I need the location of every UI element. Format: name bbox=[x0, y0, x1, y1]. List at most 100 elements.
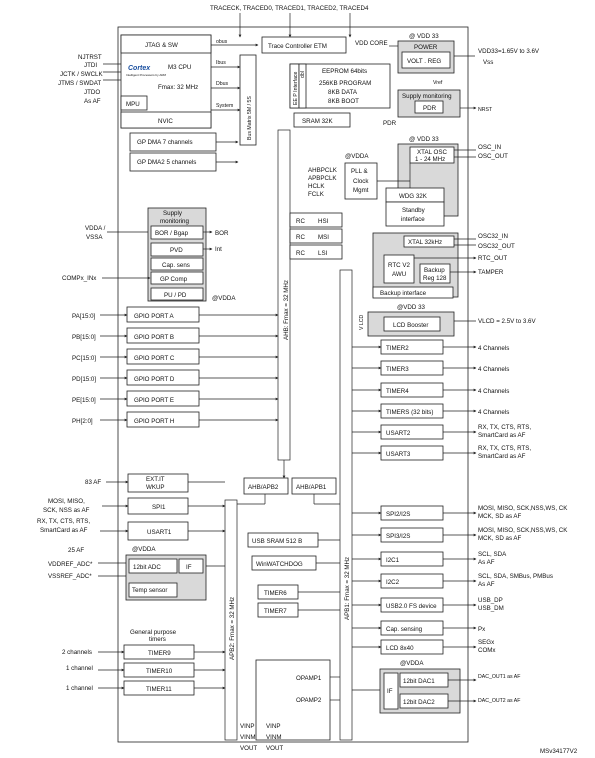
svg-text:Fmax: 32 MHz: Fmax: 32 MHz bbox=[158, 84, 198, 91]
svg-text:RTC V2: RTC V2 bbox=[388, 262, 410, 269]
svg-text:Temp sensor: Temp sensor bbox=[132, 587, 167, 594]
right-periph-label: I2C1 bbox=[386, 557, 400, 564]
svg-text:JTDI: JTDI bbox=[84, 62, 97, 69]
svg-text:HCLK: HCLK bbox=[308, 183, 325, 190]
svg-text:XTAL OSC: XTAL OSC bbox=[417, 149, 447, 156]
cortex-logo: Cortex bbox=[128, 65, 151, 72]
svg-text:APB1: Fmax = 32 MHz: APB1: Fmax = 32 MHz bbox=[344, 557, 351, 620]
svg-text:VLCD = 2.5V to 3.6V: VLCD = 2.5V to 3.6V bbox=[478, 318, 536, 325]
svg-text:RTC_OUT: RTC_OUT bbox=[478, 255, 507, 262]
bridges: AHB/APB2 AHB/APB1 bbox=[237, 460, 340, 505]
svg-text:VOLT . REG: VOLT . REG bbox=[407, 58, 441, 65]
right-periph-label: TIMER2 bbox=[386, 345, 409, 352]
svg-text:TIMER7: TIMER7 bbox=[264, 608, 287, 615]
gpio-port-label: GPIO PORT H bbox=[134, 418, 174, 425]
svg-text:EE P Interface: EE P Interface bbox=[293, 72, 299, 105]
right-periph-label: TIMERS (32 bits) bbox=[386, 409, 433, 416]
eeprom-block: EE P Interface dbl EEPROM 64bits 256KB P… bbox=[289, 63, 391, 109]
right-periph-label: USART3 bbox=[386, 451, 411, 458]
svg-text:VINM: VINM bbox=[240, 734, 255, 741]
power-block: VDD CORE @ VDD 33 POWER VOLT . REG Vref … bbox=[355, 33, 540, 127]
svg-text:Reg 128: Reg 128 bbox=[423, 275, 447, 282]
gpio-signal: PH[2:0] bbox=[72, 418, 93, 425]
svg-text:OPAMP2: OPAMP2 bbox=[296, 697, 322, 704]
svg-text:APBPCLK: APBPCLK bbox=[308, 175, 337, 182]
svg-text:monitoring: monitoring bbox=[160, 218, 189, 225]
gpio-port-label: GPIO PORT A bbox=[134, 313, 175, 320]
svg-text:POWER: POWER bbox=[414, 44, 438, 51]
jtag-signals: NJTRST JTDI JCTK / SWCLK JTMS / SWDAT JT… bbox=[58, 54, 121, 105]
svg-text:VSSREF_ADC*: VSSREF_ADC* bbox=[48, 573, 92, 580]
right-signal: 4 Channels bbox=[478, 388, 509, 395]
svg-text:JTMS / SWDAT: JTMS / SWDAT bbox=[58, 80, 101, 87]
svg-text:DAC_OUT1 as AF: DAC_OUT1 as AF bbox=[478, 674, 520, 680]
gpio-port-label: GPIO PORT B bbox=[134, 334, 174, 341]
right-periph-label: TIMER3 bbox=[386, 366, 409, 373]
svg-text:PLL &: PLL & bbox=[351, 168, 368, 175]
svg-text:SPI1: SPI1 bbox=[152, 504, 166, 511]
svg-text:25 AF: 25 AF bbox=[68, 547, 84, 554]
svg-text:Standby: Standby bbox=[402, 207, 426, 214]
svg-text:SRAM 32K: SRAM 32K bbox=[302, 118, 333, 125]
svg-text:VINP: VINP bbox=[266, 723, 280, 730]
right-signal: COMx bbox=[478, 647, 496, 654]
svg-text:AHB/APB1: AHB/APB1 bbox=[296, 484, 327, 491]
gpio-signal: PC[15:0] bbox=[72, 355, 96, 362]
mid-peripherals: USB SRAM 512 B WinWATCHDOG TIMER6 TIMER7… bbox=[247, 532, 340, 741]
svg-text:12bit ADC: 12bit ADC bbox=[133, 564, 161, 571]
svg-text:IF: IF bbox=[387, 688, 393, 695]
svg-text:83 AF: 83 AF bbox=[85, 479, 101, 486]
svg-text:2 channels: 2 channels bbox=[62, 649, 92, 656]
right-signal: SCL, SDA, SMBus, PMBus bbox=[478, 573, 553, 580]
right-signal: RX, TX, CTS, RTS, bbox=[478, 445, 531, 452]
svg-text:JTDO: JTDO bbox=[84, 89, 100, 96]
svg-text:OPAMP1: OPAMP1 bbox=[296, 675, 322, 682]
svg-text:NJTRST: NJTRST bbox=[78, 54, 102, 61]
svg-text:@ VDD 33: @ VDD 33 bbox=[409, 33, 439, 40]
svg-text:WinWATCHDOG: WinWATCHDOG bbox=[256, 561, 303, 568]
right-signal: As AF bbox=[478, 559, 495, 566]
svg-text:VSSA: VSSA bbox=[86, 234, 103, 241]
svg-text:NVIC: NVIC bbox=[158, 118, 173, 125]
svg-text:System: System bbox=[216, 103, 233, 109]
right-periph-label: SPI2/I2S bbox=[386, 511, 410, 518]
svg-text:EXT.IT: EXT.IT bbox=[146, 476, 165, 483]
svg-text:RC: RC bbox=[296, 234, 305, 241]
svg-text:MPU: MPU bbox=[126, 101, 140, 108]
svg-text:Cap. sens: Cap. sens bbox=[162, 262, 190, 269]
right-signal: 4 Channels bbox=[478, 366, 509, 373]
svg-text:AHB: Fmax = 32 MHz: AHB: Fmax = 32 MHz bbox=[283, 280, 290, 340]
svg-text:JCTK / SWCLK: JCTK / SWCLK bbox=[60, 71, 104, 78]
svg-text:VDD CORE: VDD CORE bbox=[355, 40, 388, 47]
svg-text:APB2: Fmax = 32 MHz: APB2: Fmax = 32 MHz bbox=[229, 597, 236, 660]
opamp-signals: VINP VINM VOUT VINP VINM VOUT bbox=[240, 723, 283, 752]
svg-text:General purpose: General purpose bbox=[130, 629, 177, 636]
apb2-bus bbox=[224, 499, 238, 741]
right-signal: MOSI, MISO, SCK,NSS,WS, CK bbox=[478, 527, 568, 534]
svg-text:SmartCard as AF: SmartCard as AF bbox=[40, 527, 88, 534]
svg-text:PVD: PVD bbox=[170, 247, 183, 254]
right-signal: As AF bbox=[478, 581, 495, 588]
figure-id: MSv34177V2 bbox=[540, 748, 578, 755]
svg-text:1 - 24 MHz: 1 - 24 MHz bbox=[415, 156, 445, 163]
right-signal: 4 Channels bbox=[478, 345, 509, 352]
svg-text:@ VDD 33: @ VDD 33 bbox=[409, 136, 439, 143]
apb1-bus bbox=[339, 269, 353, 741]
right-signal: USB_DM bbox=[478, 605, 504, 612]
sram-block bbox=[293, 112, 351, 128]
svg-text:@VDDA: @VDDA bbox=[132, 546, 156, 553]
svg-text:@VDD 33: @VDD 33 bbox=[397, 304, 426, 311]
right-periph-label: Cap. sensing bbox=[386, 626, 423, 633]
svg-text:M3 CPU: M3 CPU bbox=[168, 64, 191, 71]
svg-text:COMPx_INx: COMPx_INx bbox=[62, 275, 97, 282]
svg-text:interface: interface bbox=[401, 216, 425, 223]
svg-text:XTAL 32kHz: XTAL 32kHz bbox=[408, 239, 442, 246]
svg-text:As AF: As AF bbox=[84, 98, 101, 105]
right-periph-label: I2C2 bbox=[386, 579, 400, 586]
rc-oscillators: RC HSI RC MSI RC LSI bbox=[289, 212, 343, 260]
svg-text:JTAG & SW: JTAG & SW bbox=[145, 42, 178, 49]
svg-text:V LCD: V LCD bbox=[359, 314, 365, 330]
right-signal: 4 Channels bbox=[478, 409, 509, 416]
svg-text:Vss: Vss bbox=[483, 59, 493, 66]
svg-text:1 channel: 1 channel bbox=[66, 685, 93, 692]
